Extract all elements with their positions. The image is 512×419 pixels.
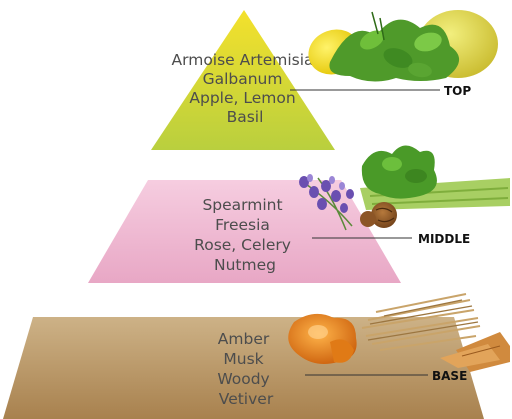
- tier-top-note: Apple, Lemon: [189, 89, 295, 107]
- tier-base-note: Amber: [218, 330, 270, 348]
- pyramid-tier-top: Armoise Artemisia Galbanum Apple, Lemon …: [151, 10, 498, 150]
- tier-top-note: Armoise Artemisia: [172, 51, 314, 69]
- tier-top-note: Basil: [227, 108, 264, 126]
- tier-top-note: Galbanum: [203, 70, 283, 88]
- tier-middle-note: Rose, Celery: [194, 236, 291, 254]
- tier-middle-note: Nutmeg: [214, 256, 276, 274]
- pyramid-tier-middle: Spearmint Freesia Rose, Celery Nutmeg MI…: [88, 145, 510, 283]
- tier-base-tag: BASE: [432, 369, 467, 383]
- lemon-apple-herbs-icon: [302, 10, 498, 82]
- tier-top-tag: TOP: [444, 84, 471, 98]
- tier-middle-note: Spearmint: [202, 196, 282, 214]
- pyramid-tier-base: Amber Musk Woody Vetiver BASE: [3, 294, 510, 419]
- tier-base-note: Musk: [223, 350, 263, 368]
- tier-middle-note: Freesia: [215, 216, 270, 234]
- tier-base-note: Woody: [217, 370, 269, 388]
- tier-base-note: Vetiver: [219, 390, 274, 408]
- tier-middle-tag: MIDDLE: [418, 232, 470, 246]
